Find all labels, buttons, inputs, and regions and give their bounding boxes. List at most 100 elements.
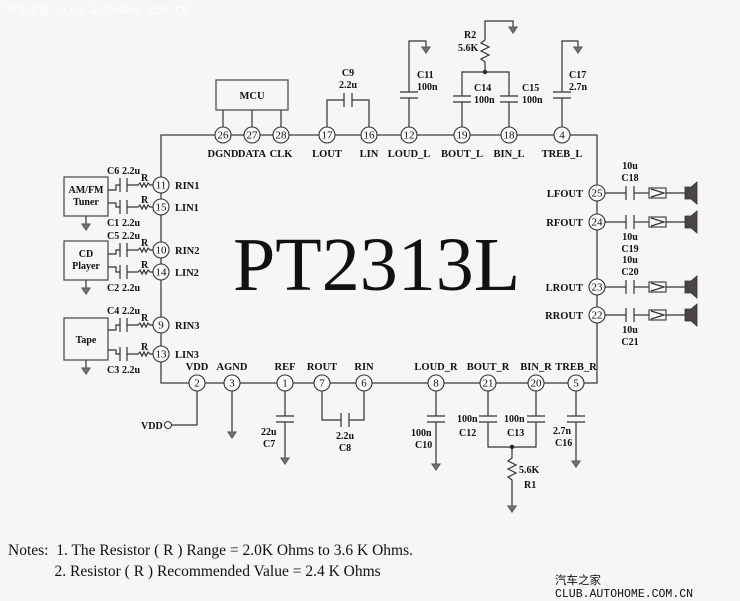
ground-icon xyxy=(570,460,582,468)
c15-ref: C15 xyxy=(522,83,539,94)
tuner-block xyxy=(63,176,109,217)
speaker-icon xyxy=(684,181,698,205)
pin-name: VDD xyxy=(186,362,209,373)
pin-circle xyxy=(479,374,497,392)
pin-number: 26 xyxy=(218,130,230,142)
pin-name: RROUT xyxy=(545,311,583,322)
pin-name: RIN1 xyxy=(175,181,200,192)
speaker-icon xyxy=(684,275,698,299)
pin-circle xyxy=(355,374,373,392)
pin-number: 6 xyxy=(361,378,367,390)
c4-ref: C4 xyxy=(107,306,119,317)
pin-number: 10 xyxy=(156,245,168,257)
pin-name: LOUT xyxy=(312,149,342,160)
c16-ref: C16 xyxy=(555,438,572,449)
pin-rrout: 22 RROUT xyxy=(545,306,606,324)
c5-ref: C5 xyxy=(107,231,119,242)
ground-icon xyxy=(226,431,238,439)
c16-value: 2.7n xyxy=(553,426,572,437)
chip-name: PT2313L xyxy=(233,223,520,307)
pin-number: 17 xyxy=(322,130,334,142)
c7-value: 22u xyxy=(261,427,277,438)
c18-ref: C18 xyxy=(621,173,638,184)
pin-number: 8 xyxy=(433,378,439,390)
pin-name: BIN_R xyxy=(520,362,552,373)
pin-number: 21 xyxy=(483,378,494,390)
pin-name: LIN2 xyxy=(175,268,199,279)
pin-name: BOUT_R xyxy=(467,362,510,373)
c6-value: 2.2u xyxy=(122,166,141,177)
resistor-label: R xyxy=(141,238,149,249)
cd-label-2: Player xyxy=(72,261,100,272)
pin-circle xyxy=(272,126,290,144)
pin-number: 16 xyxy=(364,130,376,142)
c18-value: 10u xyxy=(622,161,638,172)
resistor-label: R xyxy=(141,195,149,206)
c11-value: 100n xyxy=(417,82,438,93)
c8-value: 2.2u xyxy=(336,431,355,442)
c20-ref: C20 xyxy=(621,267,638,278)
c13-value: 100n xyxy=(504,414,525,425)
pin-name: LROUT xyxy=(546,283,583,294)
pin-number: 12 xyxy=(404,130,415,142)
pin-circle xyxy=(313,374,331,392)
pin-name: RIN xyxy=(354,362,374,373)
cd-player-block xyxy=(63,240,109,281)
pin-name: BOUT_L xyxy=(441,149,483,160)
pin-name: DGND xyxy=(208,149,239,160)
pin-circle xyxy=(553,126,571,144)
c21-ref: C21 xyxy=(621,337,638,348)
pin-name: CLK xyxy=(270,149,294,160)
pin-name: BIN_L xyxy=(494,149,525,160)
c12-value: 100n xyxy=(457,414,478,425)
resistor-icon xyxy=(127,321,153,329)
notes: Notes: 1. The Resistor ( R ) Range = 2.0… xyxy=(8,540,413,582)
pin-circle xyxy=(453,126,471,144)
watermark-bottom: 汽车之家 CLUB.AUTOHOME.COM.CN xyxy=(555,575,694,601)
ground-icon xyxy=(506,505,518,513)
pin-circle xyxy=(588,278,606,296)
pin-circle xyxy=(243,126,261,144)
c8-ref: C8 xyxy=(339,443,351,454)
pin-name: RIN3 xyxy=(175,321,200,332)
pin-number: 20 xyxy=(531,378,543,390)
resistor-label: R xyxy=(141,313,149,324)
c7-ref: C7 xyxy=(263,439,275,450)
pin-circle xyxy=(276,374,294,392)
pin-name: DATA xyxy=(238,149,267,160)
c10-ref: C10 xyxy=(415,440,432,451)
r2-ref: R2 xyxy=(464,30,476,41)
pin-number: 22 xyxy=(592,310,603,322)
resistor-icon xyxy=(127,268,153,276)
pin-number: 5 xyxy=(573,378,579,390)
speaker-icon xyxy=(684,210,698,234)
c6-ref: C6 xyxy=(107,166,119,177)
ground-icon xyxy=(430,463,442,471)
c14-ref: C14 xyxy=(474,83,491,94)
pin-circle xyxy=(152,316,170,334)
ground-icon xyxy=(572,46,584,54)
pin-circle xyxy=(188,374,206,392)
pin-circle xyxy=(527,374,545,392)
chip-outline xyxy=(160,134,598,384)
r1-resistor xyxy=(506,447,518,506)
pin-name: RFOUT xyxy=(546,218,583,229)
